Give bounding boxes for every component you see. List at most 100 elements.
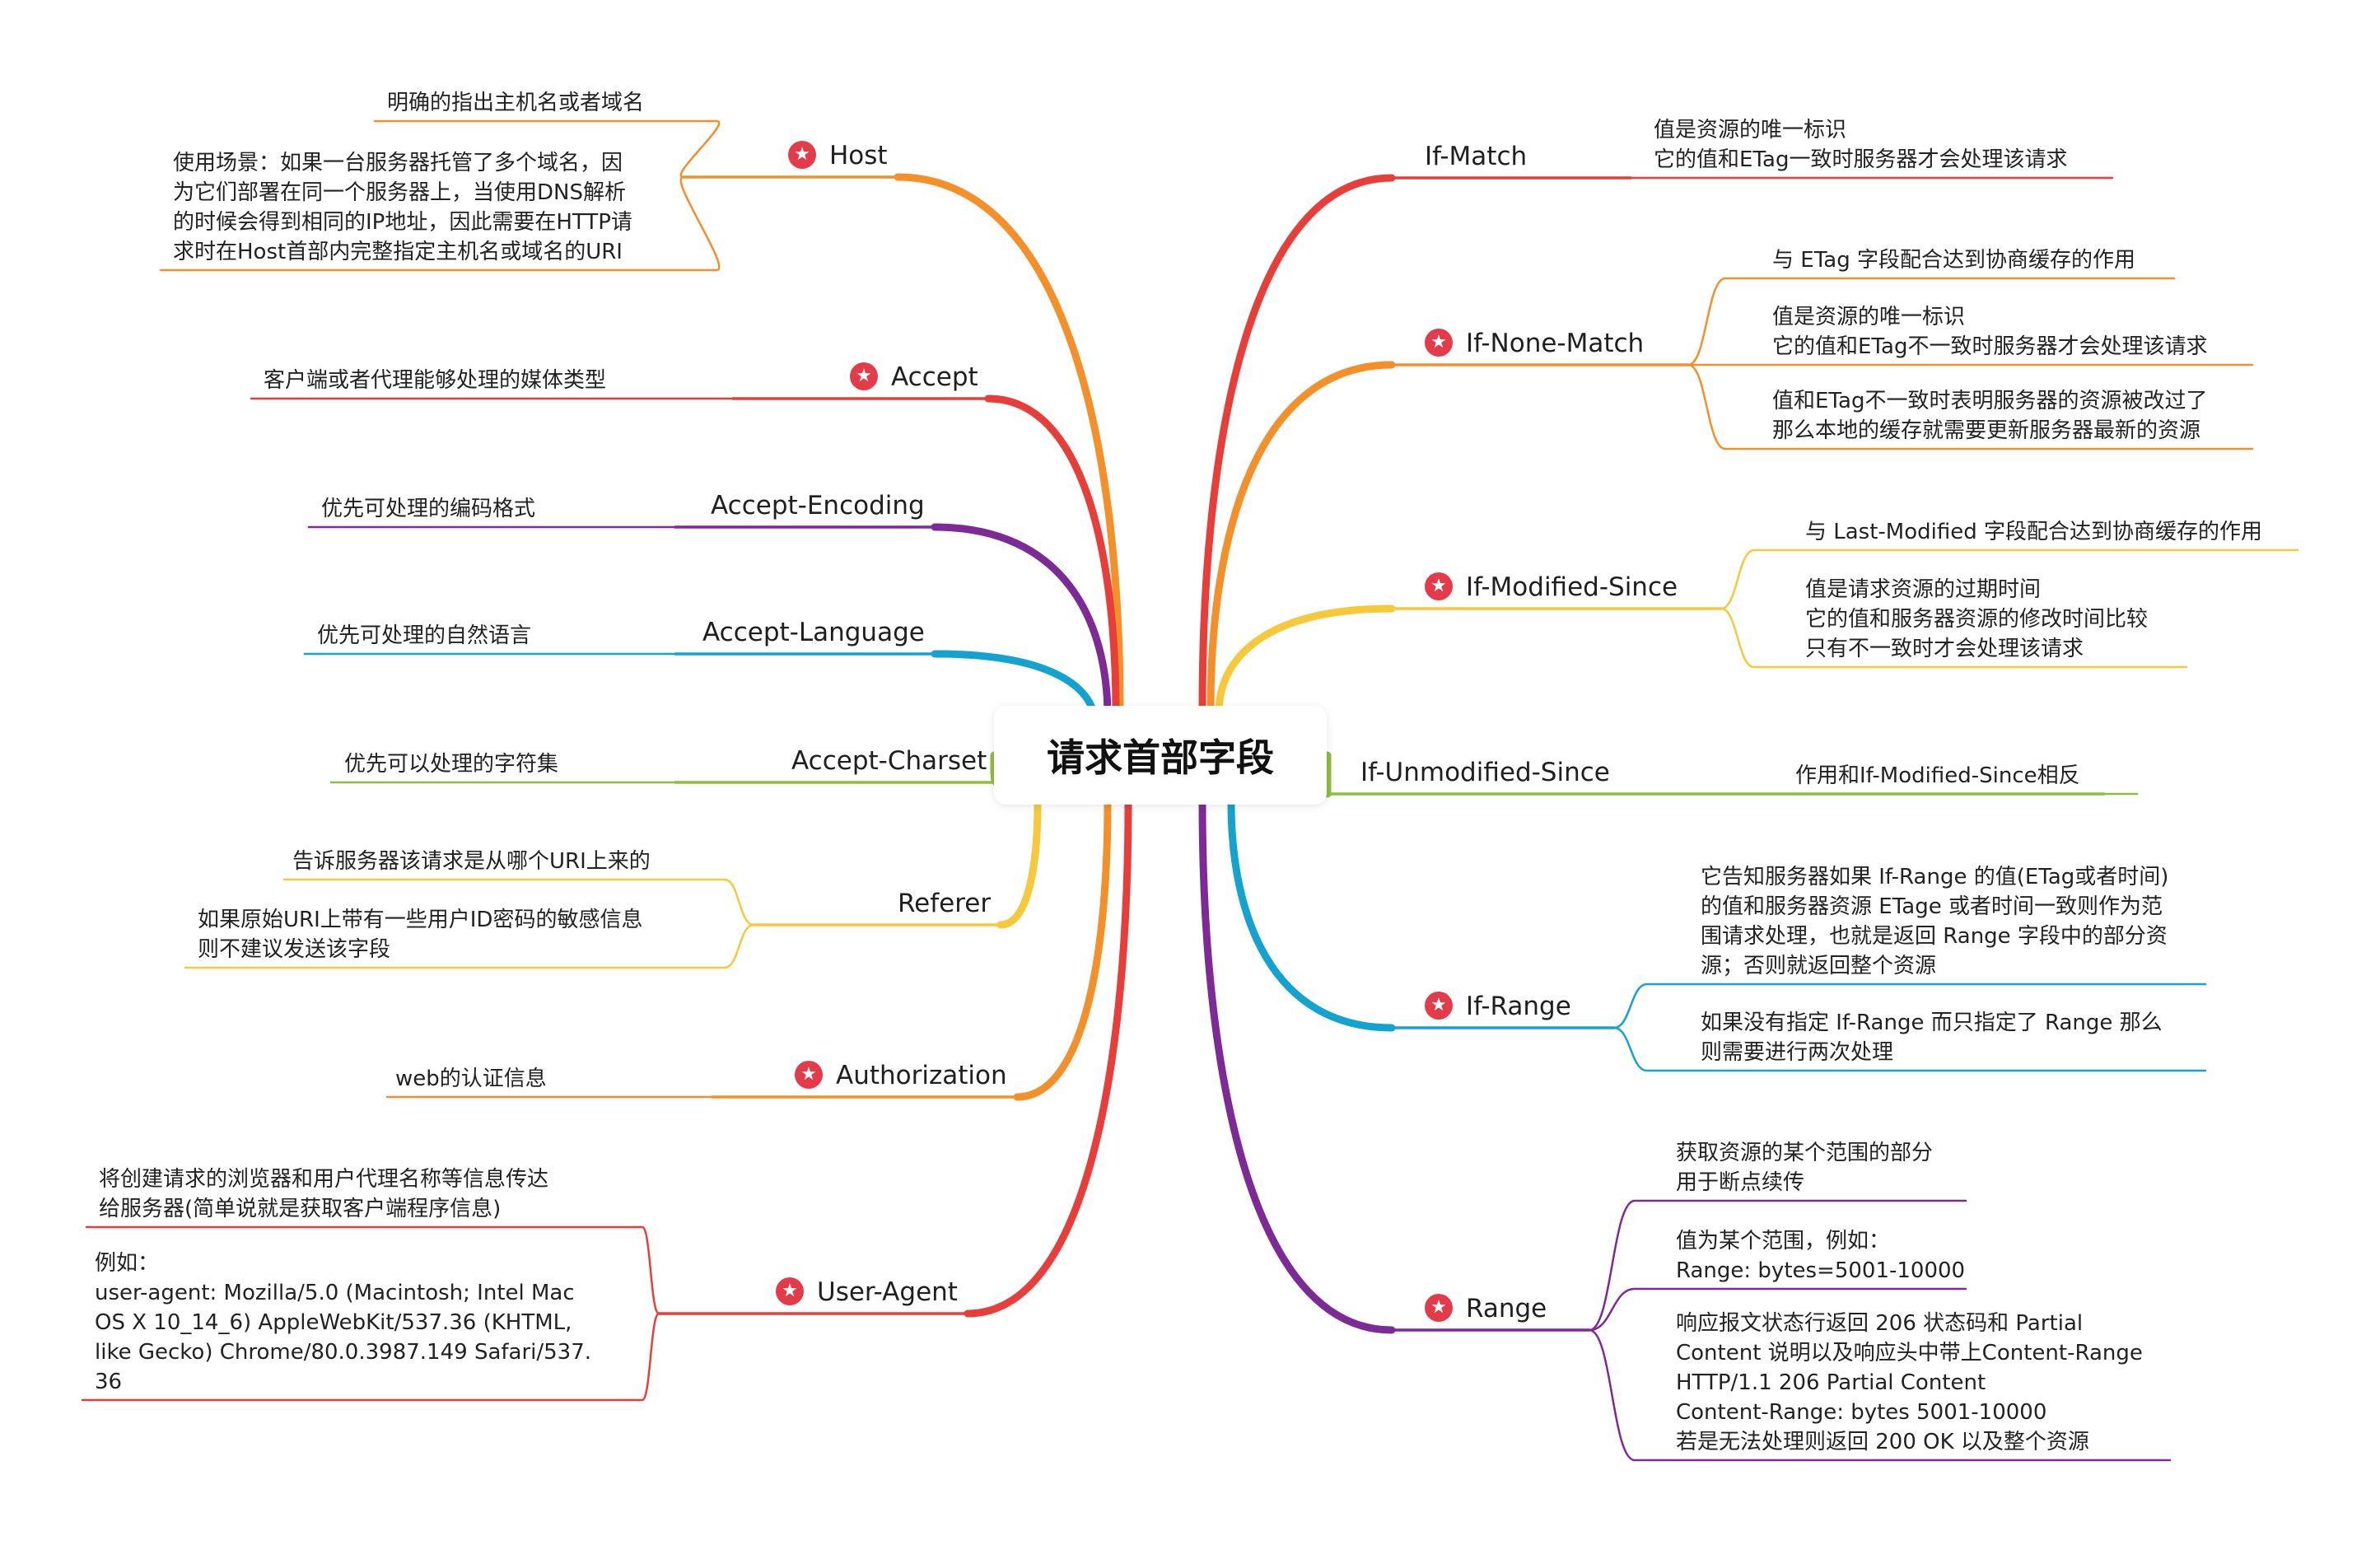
topic-host[interactable]: ★Host	[788, 139, 888, 172]
note-line: 值是资源的唯一标识	[1654, 118, 1847, 142]
branch-user-agent	[964, 799, 1132, 1318]
note-range-1: 值为某个范围，例如：Range: bytes=5001-10000	[1676, 1226, 1965, 1286]
note-line: 则需要进行两次处理	[1701, 1040, 1894, 1065]
note-line: 优先可处理的自然语言	[317, 623, 532, 648]
note-line: OS X 10_14_6) AppleWebKit/537.36 (KHTML,	[95, 1310, 572, 1335]
note-line: 客户端或者代理能够处理的媒体类型	[264, 368, 607, 393]
topic-if-match[interactable]: If-Match	[1425, 140, 1527, 173]
note-host-0: 明确的指出主机名或者域名	[387, 88, 644, 118]
note-line: HTTP/1.1 206 Partial Content	[1676, 1370, 1986, 1395]
note-line: 它的值和服务器资源的修改时间比较	[1805, 607, 2149, 632]
branch-authorization	[1013, 799, 1112, 1101]
topic-label-host: Host	[829, 141, 888, 170]
note-line: 只有不一致时才会处理该请求	[1805, 637, 2084, 661]
note-line: 则不建议发送该字段	[198, 937, 391, 962]
note-line: 给服务器(简单说就是获取客户端程序信息)	[99, 1197, 502, 1221]
topic-label-accept: Accept	[891, 362, 978, 392]
note-line: 如果没有指定 If-Range 而只指定了 Range 那么	[1701, 1011, 2163, 1035]
note-referer-0: 告诉服务器该请求是从哪个URI上来的	[292, 847, 651, 876]
note-line: 源；否则就返回整个资源	[1701, 954, 1937, 978]
topic-authorization[interactable]: ★Authorization	[795, 1059, 1007, 1092]
note-line: 如果原始URI上带有一些用户ID密码的敏感信息	[198, 908, 643, 932]
note-accept-encoding-0: 优先可处理的编码格式	[321, 494, 535, 524]
note-line: 获取资源的某个范围的部分	[1676, 1141, 1934, 1165]
star-marker-icon: ★	[1425, 328, 1453, 357]
note-line: 的值和服务器资源 ETage 或者时间一致则作为范	[1701, 894, 2163, 919]
leaf-line-if-range-0	[1612, 983, 2207, 1029]
note-accept-language-0: 优先可处理的自然语言	[317, 621, 531, 651]
note-line: 将创建请求的浏览器和用户代理名称等信息传达	[99, 1167, 549, 1192]
note-line: web的认证信息	[395, 1067, 547, 1091]
branch-accept	[984, 394, 1120, 716]
leaf-line-if-none-match-0	[1687, 277, 2176, 366]
leaf-line-if-none-match-2	[1687, 363, 2254, 450]
note-authorization-0: web的认证信息	[395, 1064, 547, 1094]
central-topic[interactable]: 请求首部字段	[994, 706, 1327, 805]
note-if-modified-since-1: 值是请求资源的过期时间它的值和服务器资源的修改时间比较只有不一致时才会处理该请求	[1805, 575, 2148, 664]
note-line: 例如：	[95, 1251, 160, 1276]
note-line: 作用和If-Modified-Since相反	[1795, 763, 2080, 788]
topic-if-unmodified-since[interactable]: If-Unmodified-Since	[1360, 756, 1610, 789]
topic-if-none-match[interactable]: ★ If-None-Match	[1425, 327, 1644, 360]
note-line: Content-Range: bytes 5001-10000	[1676, 1400, 2047, 1425]
note-if-none-match-1: 值是资源的唯一标识它的值和ETag不一致时服务器才会处理该请求	[1772, 302, 2207, 362]
branch-range	[1198, 799, 1396, 1334]
leaf-line-range-2	[1588, 1328, 2172, 1462]
branch-if-none-match	[1206, 361, 1396, 712]
note-line: 与 Last-Modified 字段配合达到协商缓存的作用	[1805, 520, 2263, 544]
note-line: 它的值和ETag不一致时服务器才会处理该请求	[1772, 334, 2208, 359]
topic-label-if-none-match: If-None-Match	[1466, 329, 1645, 358]
topic-if-range[interactable]: ★If-Range	[1425, 990, 1571, 1023]
topic-accept-charset[interactable]: Accept-Charset	[791, 744, 987, 777]
leaf-line-referer-0	[282, 878, 755, 927]
star-marker-icon: ★	[795, 1060, 823, 1089]
topic-range[interactable]: ★Range	[1425, 1292, 1547, 1325]
note-line: 告诉服务器该请求是从哪个URI上来的	[292, 849, 651, 874]
note-line: 与 ETag 字段配合达到协商缓存的作用	[1772, 248, 2135, 273]
note-line: 值是请求资源的过期时间	[1805, 577, 2042, 602]
note-line: 为它们部署在同一个服务器上，当使用DNS解析	[173, 180, 626, 205]
note-referer-1: 如果原始URI上带有一些用户ID密码的敏感信息则不建议发送该字段	[198, 905, 642, 964]
topic-accept-encoding[interactable]: Accept-Encoding	[711, 489, 925, 522]
note-line: 明确的指出主机名或者域名	[387, 91, 645, 115]
note-line: 围请求处理，也就是返回 Range 字段中的部分资	[1701, 924, 2168, 949]
topic-label-if-range: If-Range	[1466, 992, 1571, 1021]
note-if-none-match-2: 值和ETag不一致时表明服务器的资源被改过了那么本地的缓存就需要更新服务器最新的…	[1772, 386, 2207, 446]
topic-label-if-unmodified-since: If-Unmodified-Since	[1360, 758, 1610, 787]
note-accept-0: 客户端或者代理能够处理的媒体类型	[264, 366, 606, 395]
note-line: 值是资源的唯一标识	[1772, 305, 1966, 329]
topic-label-accept-charset: Accept-Charset	[791, 746, 987, 776]
leaf-line-user-agent-0	[85, 1225, 660, 1315]
topic-accept-language[interactable]: Accept-Language	[702, 616, 925, 649]
branch-accept-encoding	[931, 523, 1112, 721]
leaf-line-referer-1	[184, 923, 755, 969]
note-line: 它的值和ETag一致时服务器才会处理该请求	[1654, 147, 2068, 172]
leaf-line-if-modified-since-1	[1720, 607, 2188, 669]
topic-accept[interactable]: ★Accept	[850, 361, 978, 394]
topic-user-agent[interactable]: ★User-Agent	[776, 1276, 958, 1309]
note-if-none-match-0: 与 ETag 字段配合达到协商缓存的作用	[1772, 245, 2135, 275]
topic-label-if-modified-since: If-Modified-Since	[1466, 572, 1678, 602]
topic-referer[interactable]: Referer	[898, 887, 991, 920]
note-if-modified-since-0: 与 Last-Modified 字段配合达到协商缓存的作用	[1805, 517, 2262, 547]
star-marker-icon: ★	[1425, 1293, 1453, 1322]
leaf-line-range-1	[1588, 1287, 1967, 1332]
note-line: 36	[95, 1370, 123, 1394]
note-line: Content 说明以及响应头中带上Content-Range	[1676, 1341, 2143, 1365]
note-line: 若是无法处理则返回 200 OK 以及整个资源	[1676, 1430, 2089, 1454]
note-line: 优先可处理的编码格式	[321, 497, 536, 521]
note-line: user-agent: Mozilla/5.0 (Macintosh; Inte…	[95, 1281, 575, 1305]
leaf-line-host-0	[373, 119, 721, 179]
note-line: 那么本地的缓存就需要更新服务器最新的资源	[1772, 418, 2201, 443]
note-line: 值为某个范围，例如：	[1676, 1229, 1891, 1253]
topic-label-referer: Referer	[898, 889, 992, 918]
note-accept-charset-0: 优先可以处理的字符集	[344, 749, 558, 779]
branch-if-modified-since	[1215, 604, 1396, 716]
note-user-agent-0: 将创建请求的浏览器和用户代理名称等信息传达给服务器(简单说就是获取客户端程序信息…	[99, 1165, 548, 1224]
note-host-1: 使用场景：如果一台服务器托管了多个域名，因为它们部署在同一个服务器上，当使用DN…	[173, 148, 632, 267]
note-range-0: 获取资源的某个范围的部分用于断点续传	[1676, 1138, 1933, 1197]
topic-if-modified-since[interactable]: ★If-Modified-Since	[1425, 571, 1678, 604]
branch-if-range	[1227, 799, 1396, 1032]
